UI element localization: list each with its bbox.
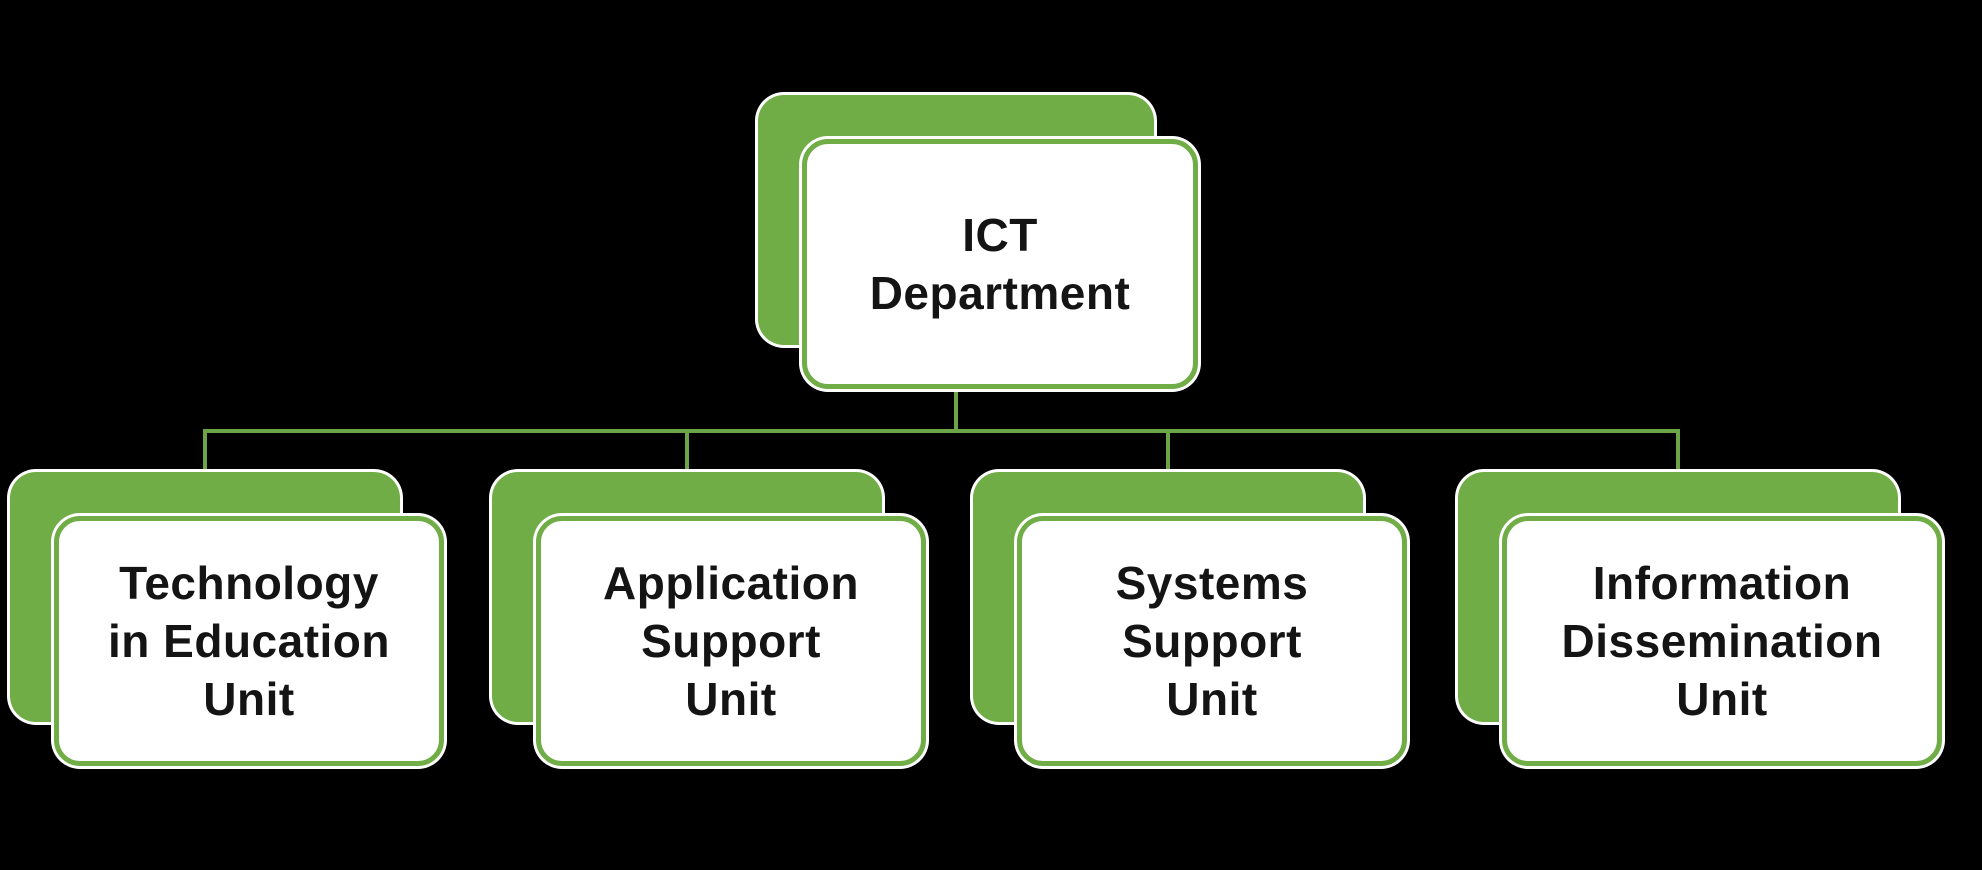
node-ict-department: ICT Department [758, 95, 1198, 389]
node-label: Information Dissemination Unit [1561, 557, 1883, 725]
node-technology-in-education-unit: Technology in Education Unit [10, 472, 444, 766]
connector-drop-1 [203, 431, 207, 475]
connector-root-stub [954, 387, 958, 433]
node-label: Application Support Unit [603, 557, 859, 725]
node-application-support-unit: Application Support Unit [492, 472, 926, 766]
node-systems-support-unit: Systems Support Unit [973, 472, 1407, 766]
node-label: Systems Support Unit [1115, 557, 1309, 725]
node-label: ICT Department [869, 209, 1131, 319]
connector-rail [203, 429, 1680, 433]
card-panel: Technology in Education Unit [54, 516, 444, 766]
node-information-dissemination-unit: Information Dissemination Unit [1458, 472, 1942, 766]
card-panel: Information Dissemination Unit [1502, 516, 1942, 766]
connector-drop-2 [685, 431, 689, 475]
card-panel: Application Support Unit [536, 516, 926, 766]
card-panel: ICT Department [802, 139, 1198, 389]
connector-drop-4 [1676, 431, 1680, 475]
connector-drop-3 [1166, 431, 1170, 475]
node-label: Technology in Education Unit [108, 557, 390, 725]
card-panel: Systems Support Unit [1017, 516, 1407, 766]
